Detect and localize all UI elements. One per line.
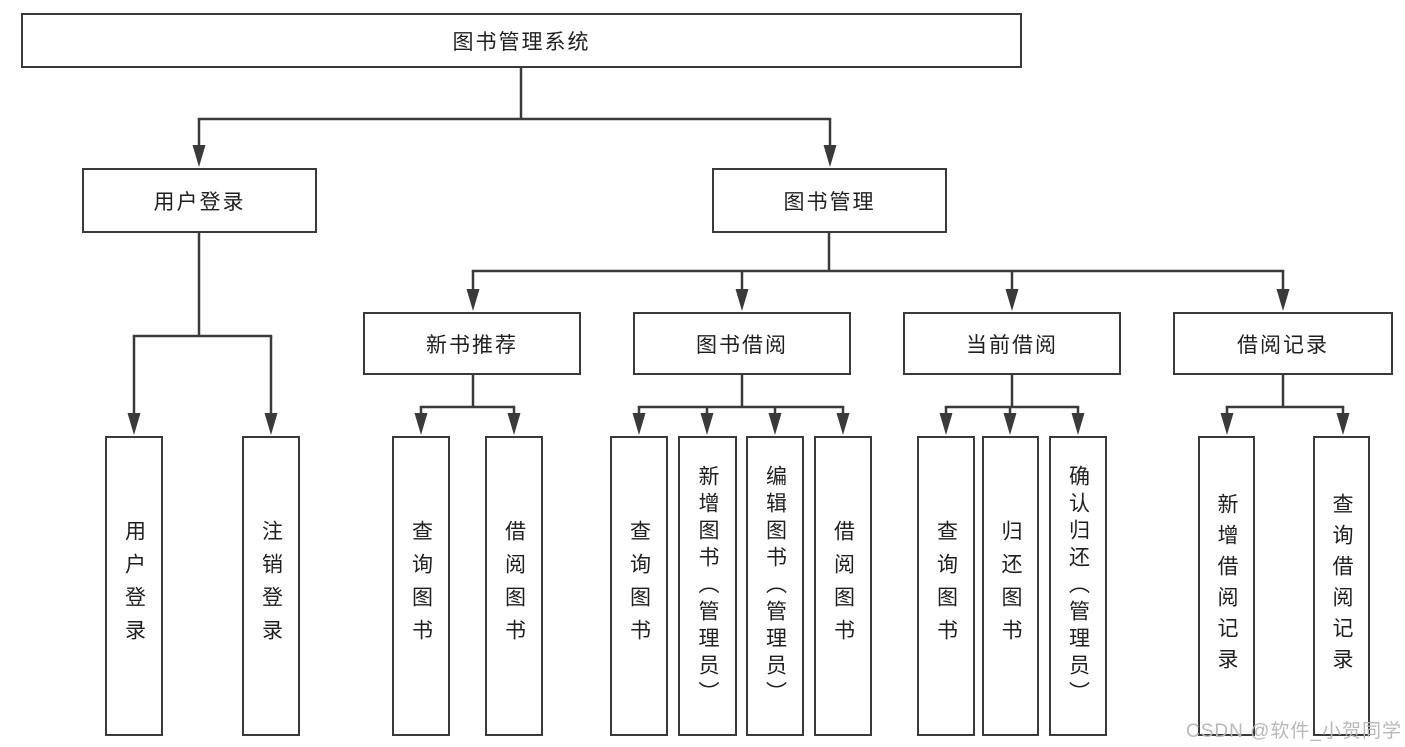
node-label: 注销登录 bbox=[259, 520, 283, 652]
leaf-add-book-admin: 新增图书（管理员） bbox=[678, 436, 737, 736]
node-label: 查询借阅记录 bbox=[1330, 493, 1353, 679]
node-current-borrowing: 当前借阅 bbox=[903, 312, 1121, 375]
node-label: 用户登录 bbox=[153, 190, 246, 214]
node-label: 用户登录 bbox=[122, 520, 146, 652]
leaf-borrow-books-newbook: 借阅图书 bbox=[485, 436, 543, 736]
arrowheads-borrowing-records bbox=[1220, 413, 1350, 435]
leaf-query-borrow-record: 查询借阅记录 bbox=[1313, 436, 1370, 736]
node-label: 图书管理 bbox=[783, 190, 876, 214]
node-label: 新书推荐 bbox=[426, 333, 518, 357]
node-label: 查询图书 bbox=[409, 520, 433, 652]
leaf-user-login: 用户登录 bbox=[105, 436, 163, 736]
node-label: 借阅记录 bbox=[1237, 333, 1329, 357]
node-label: 新增图书（管理员） bbox=[696, 464, 719, 708]
node-label: 确认归还（管理员） bbox=[1066, 464, 1090, 708]
node-label: 归还图书 bbox=[999, 520, 1022, 652]
node-label: 查询图书 bbox=[934, 520, 958, 652]
connector-new-book bbox=[419, 375, 516, 416]
node-new-book-recommendation: 新书推荐 bbox=[363, 312, 581, 375]
connector-root-to-level2 bbox=[197, 68, 832, 148]
node-label: 新增借阅记录 bbox=[1215, 493, 1238, 679]
arrowheads-new-book bbox=[414, 413, 521, 435]
node-library-management-system: 图书管理系统 bbox=[21, 13, 1022, 68]
connector-book-borrowing bbox=[637, 375, 845, 416]
node-label: 编辑图书（管理员） bbox=[763, 464, 787, 708]
node-label: 借阅图书 bbox=[502, 520, 526, 652]
node-label: 图书管理系统 bbox=[452, 30, 591, 54]
leaf-confirm-return-admin: 确认归还（管理员） bbox=[1049, 436, 1107, 736]
connector-book-management bbox=[471, 233, 1285, 292]
leaf-query-books-newbook: 查询图书 bbox=[392, 436, 450, 736]
arrowheads-current-borrowing bbox=[939, 413, 1085, 435]
node-label: 查询图书 bbox=[627, 520, 651, 652]
arrowheads-user-login bbox=[127, 413, 278, 435]
arrowheads-root bbox=[192, 145, 837, 167]
leaf-borrow-books-borrowing: 借阅图书 bbox=[814, 436, 872, 736]
node-label: 当前借阅 bbox=[966, 333, 1058, 357]
node-user-login: 用户登录 bbox=[82, 168, 317, 233]
leaf-add-borrow-record: 新增借阅记录 bbox=[1198, 436, 1255, 736]
node-book-management: 图书管理 bbox=[712, 168, 947, 233]
leaf-return-book: 归还图书 bbox=[982, 436, 1039, 736]
node-book-borrowing: 图书借阅 bbox=[633, 312, 851, 375]
leaf-query-books-borrowing: 查询图书 bbox=[610, 436, 668, 736]
connector-user-login bbox=[132, 233, 273, 416]
arrowheads-level3 bbox=[466, 289, 1290, 311]
node-label: 借阅图书 bbox=[831, 520, 855, 652]
csdn-watermark: CSDN @软件_小贺同学 bbox=[1186, 721, 1402, 742]
leaf-query-books-current: 查询图书 bbox=[917, 436, 975, 736]
connector-current-borrowing bbox=[944, 375, 1080, 416]
connector-borrowing-records bbox=[1225, 375, 1345, 416]
leaf-logout: 注销登录 bbox=[242, 436, 300, 736]
node-label: 图书借阅 bbox=[696, 333, 788, 357]
arrowheads-book-borrowing bbox=[632, 413, 850, 435]
node-borrowing-records: 借阅记录 bbox=[1173, 312, 1393, 375]
leaf-edit-book-admin: 编辑图书（管理员） bbox=[746, 436, 804, 736]
